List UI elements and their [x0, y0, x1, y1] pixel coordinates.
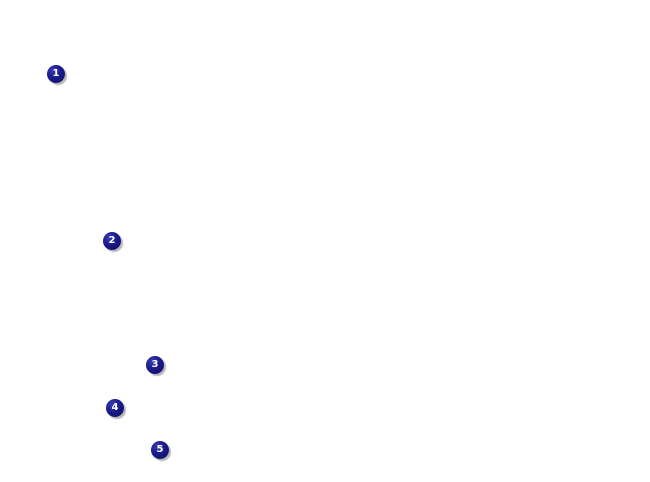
callout-marker-5[interactable]: 5	[151, 441, 169, 459]
callout-number: 5	[156, 444, 164, 455]
callout-number: 3	[151, 359, 159, 370]
callout-number: 4	[111, 402, 119, 413]
callout-number: 1	[52, 68, 60, 79]
callout-number: 2	[108, 235, 116, 246]
callout-marker-3[interactable]: 3	[146, 356, 164, 374]
callout-marker-1[interactable]: 1	[47, 65, 65, 83]
callout-marker-4[interactable]: 4	[106, 399, 124, 417]
callout-marker-2[interactable]: 2	[103, 232, 121, 250]
